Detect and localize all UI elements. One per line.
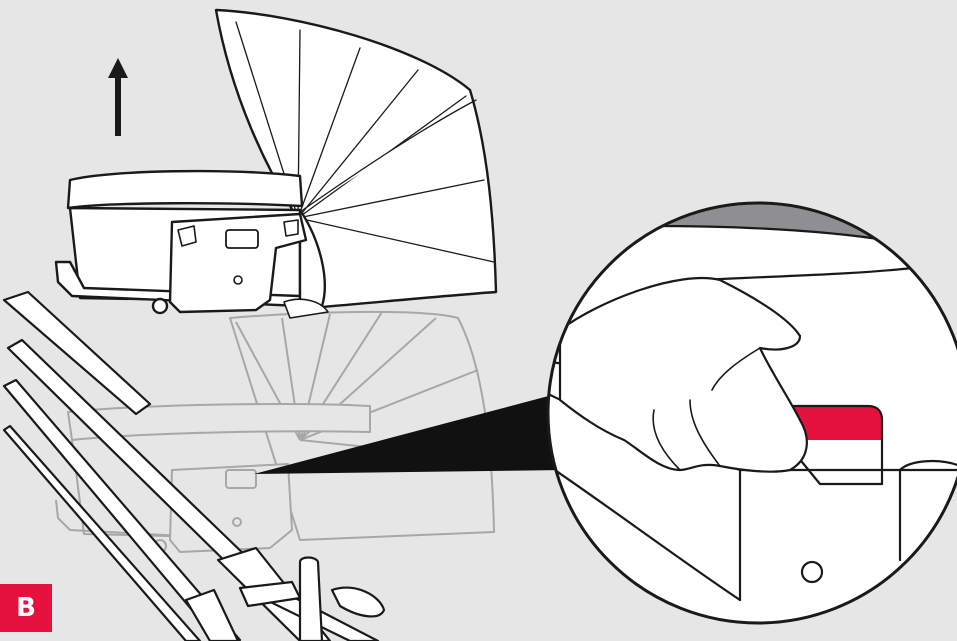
arrow-up-icon <box>108 58 128 136</box>
step-badge: B <box>0 584 52 632</box>
carrycot-body <box>68 171 302 208</box>
magnified-detail <box>540 196 957 623</box>
carrycot <box>56 10 496 318</box>
